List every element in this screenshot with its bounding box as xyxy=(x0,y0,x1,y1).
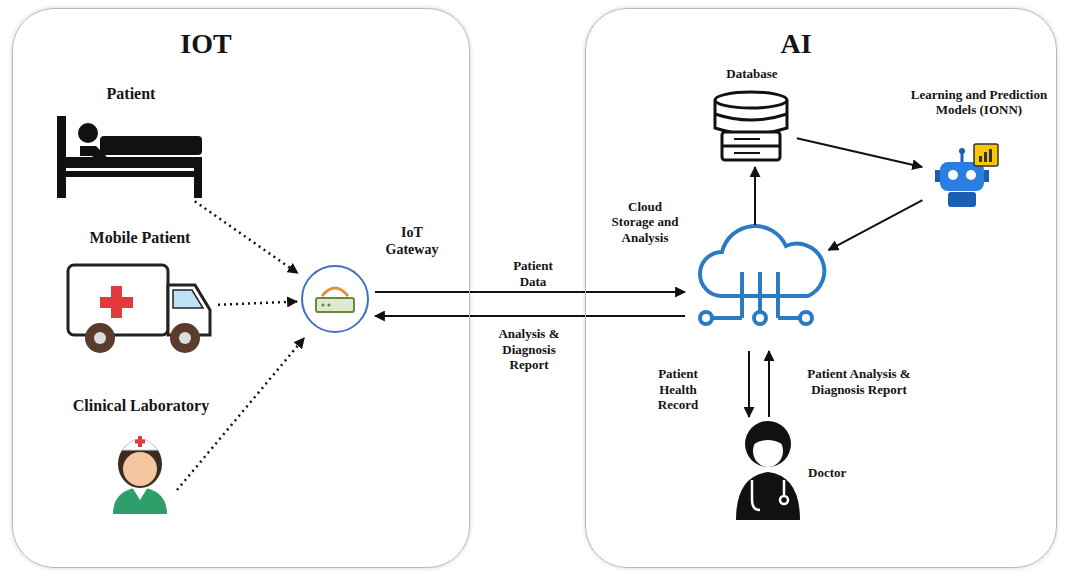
node-label: Patient xyxy=(86,85,176,104)
flow-arrow xyxy=(748,351,750,417)
gateway-node: IoT Gateway xyxy=(301,265,371,335)
cloud-node: Cloud Storage and Analysis xyxy=(689,229,825,347)
node-label: Doctor xyxy=(808,465,870,480)
node-label: Cloud Storage and Analysis xyxy=(609,199,681,245)
edge-label: Patient Health Record xyxy=(644,366,712,413)
ambulance-icon xyxy=(68,265,210,353)
nurse-icon xyxy=(113,436,167,514)
robot-icon xyxy=(935,144,998,207)
edge-label: Patient Analysis & Diagnosis Report xyxy=(782,366,936,397)
dotted-arrow xyxy=(177,338,304,490)
node-label: Clinical Laboratory xyxy=(37,397,245,416)
flow-arrow xyxy=(768,351,770,417)
edge-label: Patient Data xyxy=(500,258,566,289)
flow-arrow xyxy=(829,200,923,250)
region-panel: AIDatabaseLearning and Prediction Models… xyxy=(585,8,1057,568)
lab-node: Clinical Laboratory xyxy=(109,429,173,515)
region-title: AI xyxy=(736,27,856,60)
gateway-icon xyxy=(302,266,368,332)
flow-arrow xyxy=(754,167,756,225)
flow-arrow xyxy=(797,138,922,167)
doctor-node: Doctor xyxy=(734,421,804,521)
dotted-arrow xyxy=(195,201,298,273)
model-node: Learning and Prediction Models (IONN) xyxy=(926,143,1006,211)
database-icon xyxy=(715,92,787,160)
database-node: Database xyxy=(711,93,793,163)
dotted-arrow xyxy=(218,302,297,305)
node-label: Learning and Prediction Models (IONN) xyxy=(904,87,1054,118)
mobile-patient-node: Mobile Patient xyxy=(66,259,214,357)
node-label: Database xyxy=(701,66,803,81)
flow-arrow xyxy=(375,315,685,317)
doctor-icon xyxy=(736,421,800,520)
flow-arrow xyxy=(375,291,685,293)
node-label: IoT Gateway xyxy=(377,225,447,258)
node-label: Mobile Patient xyxy=(56,229,224,248)
cloud-icon xyxy=(700,226,824,324)
bed-icon xyxy=(57,116,202,198)
edge-label: Analysis & Diagnosis Report xyxy=(486,326,572,373)
region-panel: IOT PatientMobile PatientClinical Laborat… xyxy=(12,8,470,568)
patient-node: Patient xyxy=(56,113,204,199)
region-title: IOT xyxy=(141,27,271,60)
